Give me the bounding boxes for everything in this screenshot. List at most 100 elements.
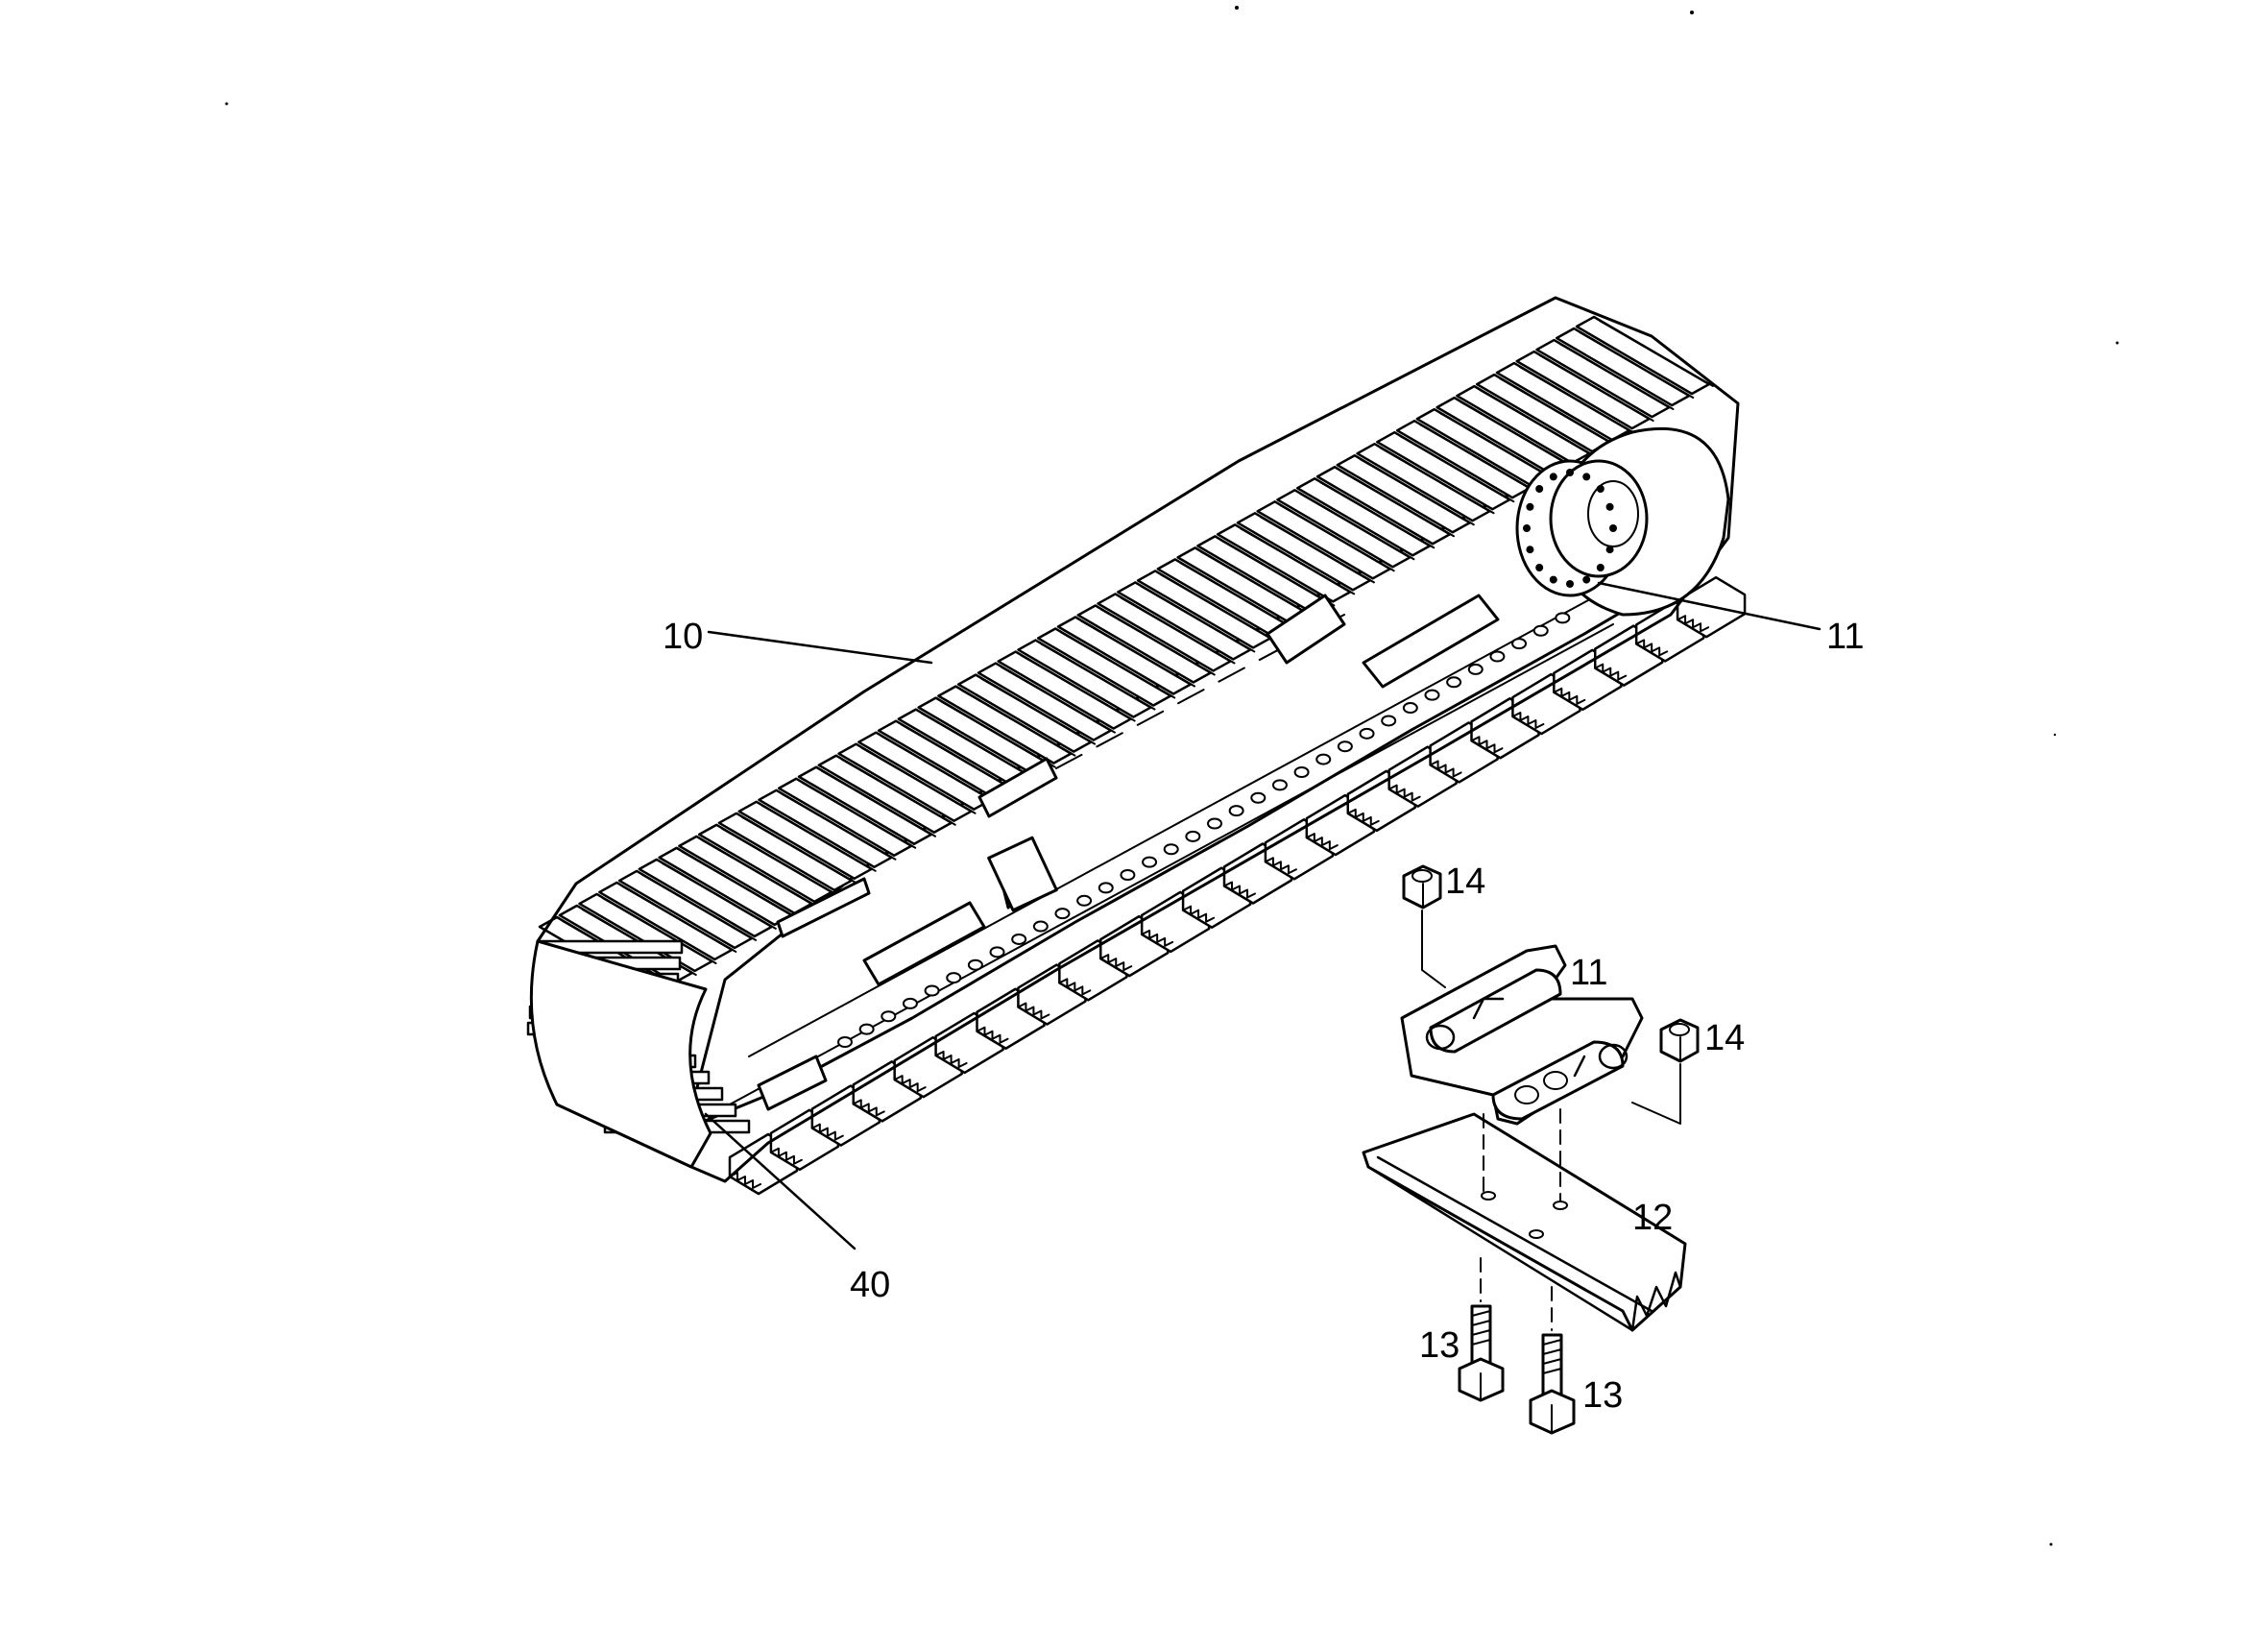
track-shoe [1136, 570, 1276, 649]
chain-link-pin [1315, 753, 1332, 765]
chain-link-pin [1185, 830, 1201, 842]
chain-link-pin [881, 1010, 897, 1023]
drive-bolt [1549, 575, 1557, 584]
track-shoe [1097, 593, 1236, 672]
track-shoe [797, 765, 936, 845]
drive-bolt [1582, 575, 1591, 584]
chain-link-pin [1555, 612, 1571, 624]
chain-link-pin [1293, 765, 1310, 778]
final-drive-cap [1549, 459, 1649, 578]
chain-link-pin [1054, 908, 1071, 920]
track-shoe [837, 742, 977, 822]
track-shoe [598, 881, 737, 961]
chain-link-pin [1359, 727, 1375, 740]
drive-bolt [1566, 469, 1574, 476]
drive-bolt [1549, 473, 1557, 481]
chain-link-pin [946, 972, 962, 984]
track-shoe [737, 800, 877, 881]
track-shoe [638, 858, 777, 938]
callout-12: 12 [1632, 1198, 1673, 1238]
track-shoe [1036, 627, 1176, 707]
chain-link-pin [1163, 843, 1179, 856]
drive-bolt [1523, 524, 1531, 532]
chain-link-pin [1446, 676, 1462, 689]
chain-link-pin [1271, 779, 1288, 791]
chain-link-pin [1467, 663, 1484, 675]
drive-bolt [1605, 546, 1614, 554]
track-shoe [617, 869, 758, 950]
track-shoe [1236, 512, 1375, 592]
nut-14-right [1659, 1018, 1700, 1063]
callout-14-right: 14 [1704, 1018, 1745, 1058]
track-shoe-12 [1362, 1112, 1687, 1332]
track-shoe [1256, 500, 1395, 580]
chain-link-pin [924, 984, 940, 997]
chain-link-pin [1381, 715, 1397, 727]
chain-link-pin [1142, 856, 1158, 868]
track-shoe [697, 823, 837, 904]
scan-specks [225, 6, 2119, 1546]
track-shoe [658, 846, 797, 927]
callout-13-right: 13 [1582, 1375, 1623, 1416]
track-shoe [1315, 466, 1455, 546]
track-shoe [1356, 442, 1495, 522]
track-rollers [837, 612, 1571, 1048]
final-drive [1515, 426, 1730, 617]
track-assembly [526, 296, 1747, 1196]
chain-link-pin [1489, 650, 1506, 663]
track-shoe [857, 731, 997, 811]
drive-bolt [1526, 546, 1534, 554]
track-shoe [817, 754, 956, 834]
chain-link-pin [1011, 933, 1027, 945]
drive-bolt [1526, 502, 1534, 511]
idler-end [529, 939, 712, 1169]
chain-link-pin [1337, 740, 1353, 753]
chain-link-pin [1402, 702, 1418, 715]
track-shoe [1535, 338, 1675, 419]
drive-bolt [1596, 484, 1604, 493]
track-shoe [1295, 477, 1436, 557]
track-shoe [977, 662, 1116, 741]
callout-13-left: 13 [1419, 1325, 1460, 1366]
track-shoe [956, 673, 1097, 753]
callout-10: 10 [663, 617, 703, 657]
chain-link-pin [1098, 882, 1114, 894]
track-shoe [1515, 350, 1654, 430]
drive-bolt [1605, 502, 1614, 511]
chain-link-pin [1250, 791, 1267, 804]
drive-bolt [1535, 564, 1544, 572]
chain-link-pin [989, 946, 1005, 958]
nut-14-upper [1402, 864, 1442, 910]
exploded-shoe-parts [1362, 864, 1700, 1435]
drive-bolt [1609, 524, 1617, 532]
track-shoe [937, 685, 1076, 764]
drive-bolt [1582, 473, 1591, 481]
chain-link-pin [1228, 805, 1244, 817]
callout-labels: 10 11 40 14 11 14 12 13 13 [663, 617, 1864, 1416]
track-shoe [717, 812, 857, 892]
track-shoe [777, 777, 917, 858]
chain-link-pin [1076, 894, 1093, 907]
callout-40: 40 [850, 1265, 890, 1305]
track-shoe [1117, 581, 1256, 661]
track-shoe [1376, 430, 1515, 511]
chain-link-pin [1120, 869, 1136, 882]
track-link-11 [1400, 944, 1644, 1126]
assembly-lines [1421, 910, 1681, 1331]
chain-link-pin [1532, 624, 1549, 637]
callout-11-track: 11 [1826, 617, 1864, 657]
callout-14-upper: 14 [1445, 861, 1485, 902]
chain-link-pin [902, 997, 918, 1009]
drive-bolt [1596, 564, 1604, 572]
track-shoe [1555, 327, 1695, 407]
leader-lines [704, 581, 1822, 1250]
chain-link-pin [1032, 920, 1049, 933]
lower-track-shoes [728, 575, 1747, 1196]
frame-details [757, 594, 1500, 1111]
chain-link-pin [1511, 638, 1528, 650]
chain-link-pin [858, 1023, 875, 1035]
drive-bolt [1535, 484, 1544, 493]
track-shoe [1216, 523, 1356, 603]
